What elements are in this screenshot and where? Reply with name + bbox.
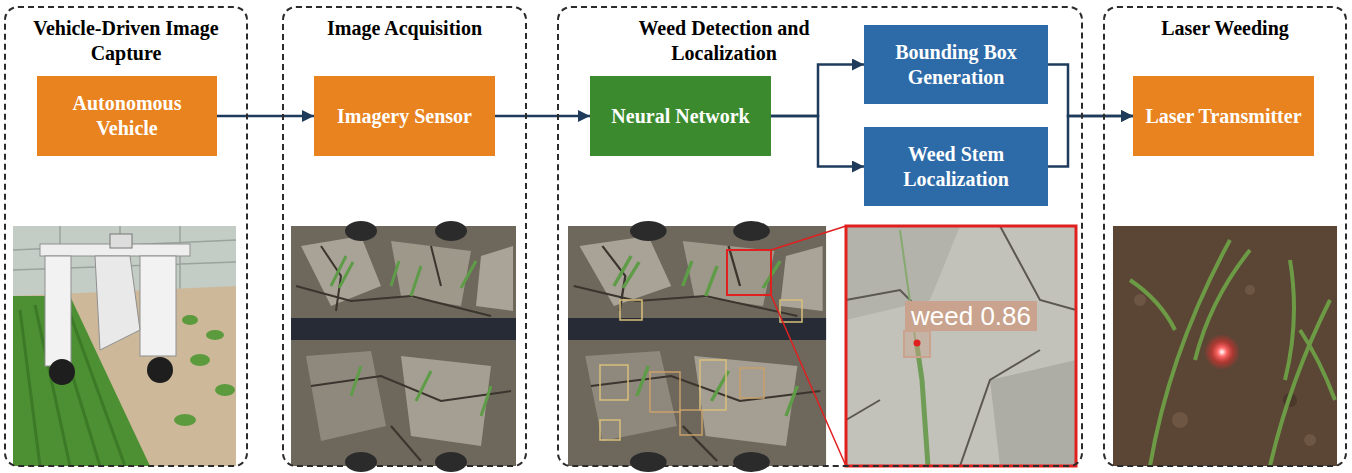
vehicle-photo-part: [206, 330, 224, 340]
stage-panel: Vehicle-Driven Image CaptureAutonomous V…: [4, 6, 248, 467]
vehicle-photo-part: [13, 226, 236, 466]
vehicle-photo-part: [174, 414, 196, 426]
detection-boxes-part: [700, 360, 726, 410]
vehicle-photo-part: [95, 256, 140, 350]
vehicle-photo-part: [182, 315, 198, 325]
zoom-photo-part: [917, 346, 928, 466]
zoom-photo-part: [846, 226, 1076, 466]
laser-photo-part: [1304, 434, 1316, 446]
detection-boxes-part: [740, 368, 764, 398]
vehicle-photo-part: [215, 384, 235, 396]
zoom-photo-part: [846, 226, 1076, 466]
box-label: Bounding Box Generation: [876, 40, 1036, 90]
process-box: Laser Transmitter: [1133, 76, 1314, 156]
highlight-box: [727, 250, 771, 295]
laser-photo-part: [1172, 412, 1188, 428]
flow-arrow: [217, 115, 314, 118]
laser-photo-part: [1130, 240, 1335, 466]
process-box: Autonomous Vehicle: [37, 76, 217, 156]
zoom-photo-part: [846, 226, 1076, 466]
process-box: Neural Network: [590, 76, 771, 156]
vehicle-photo-part: [110, 234, 132, 248]
stage-panel: Image AcquisitionImagery Sensor: [282, 6, 527, 467]
vehicle-photo-part: [49, 359, 75, 385]
detection-boxes-part: [600, 365, 628, 400]
process-box: Bounding Box Generation: [864, 25, 1048, 104]
box-label: Weed Stem Localization: [876, 142, 1036, 192]
box-label: Laser Transmitter: [1145, 104, 1301, 129]
zoom-photo-part: [990, 360, 1076, 466]
flow-arrow: [771, 65, 864, 117]
vehicle-photo: [13, 226, 236, 466]
vehicle-photo-part: [45, 256, 71, 366]
detection-boxes-part: [780, 300, 802, 322]
flow-arrow: [771, 116, 864, 167]
detection-boxes-part: [620, 300, 642, 320]
detection-boxes: [600, 300, 802, 440]
zoom-photo-part: [914, 340, 921, 347]
process-box: Imagery Sensor: [314, 76, 495, 156]
laser-photo-part: [1113, 226, 1337, 466]
laser-photo-part: [1204, 334, 1240, 370]
soil-photo: [291, 221, 516, 472]
laser-photo: [1113, 226, 1337, 466]
panel-title: Image Acquisition: [294, 16, 515, 41]
detection-boxes-part: [650, 372, 680, 412]
detection-boxes-part: [600, 420, 620, 440]
flow-arrow: [1048, 65, 1133, 117]
vehicle-photo-part: [190, 354, 210, 366]
flow-arrow: [1048, 116, 1133, 167]
detection-label: weed 0.86: [905, 301, 1037, 331]
detection-photo: [568, 221, 826, 472]
detection-boxes-part: [680, 410, 702, 435]
process-box: Weed Stem Localization: [864, 127, 1048, 206]
laser-photo-part: [1134, 294, 1146, 306]
stage-panel: Weed Detection and LocalizationNeural Ne…: [557, 6, 1083, 467]
zoom-photo: [846, 226, 1076, 466]
panel-title: Weed Detection and Localization: [599, 16, 849, 66]
zoom-photo-part: [904, 331, 930, 357]
panel-title: Laser Weeding: [1115, 16, 1335, 41]
vehicle-photo-part: [140, 256, 176, 356]
zoom-leader: [771, 226, 846, 466]
stage-panel: Laser WeedingLaser Transmitter: [1103, 6, 1347, 467]
laser-photo-part: [1245, 285, 1255, 295]
box-label: Neural Network: [611, 104, 749, 129]
flow-arrow: [495, 115, 590, 118]
vehicle-photo-part: [147, 357, 173, 383]
panel-title: Vehicle-Driven Image Capture: [16, 16, 236, 66]
box-label: Autonomous Vehicle: [49, 91, 205, 141]
box-label: Imagery Sensor: [337, 104, 472, 129]
